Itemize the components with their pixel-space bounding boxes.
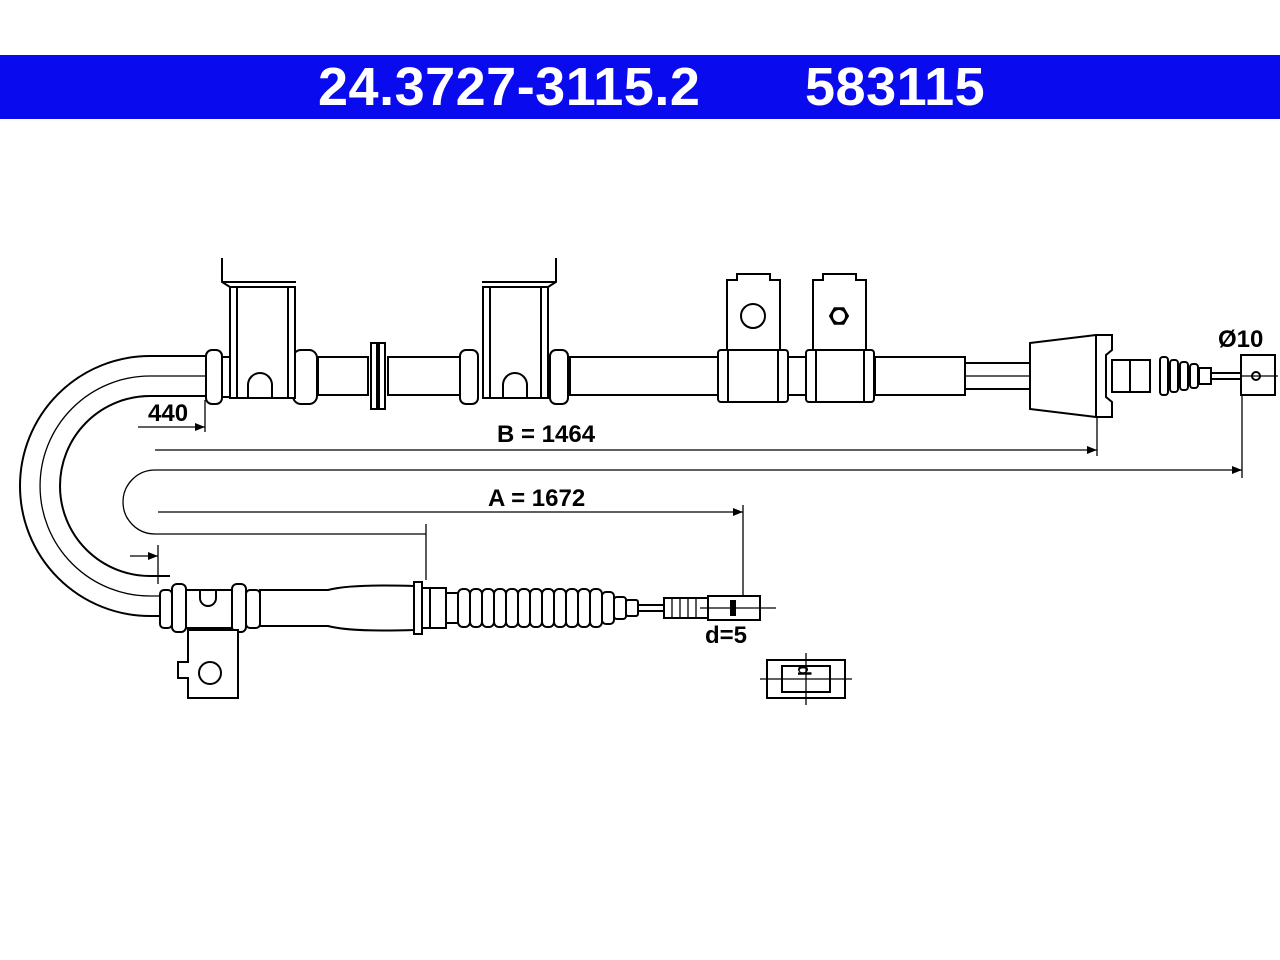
nipple-symbol-label: d — [794, 665, 814, 676]
lower-bellows — [445, 588, 639, 628]
end-diameter-label: Ø10 — [1218, 326, 1263, 353]
end-fitting-cone — [1029, 333, 1151, 419]
lower-mounting-bracket — [177, 629, 239, 699]
clip-bracket-1 — [221, 258, 296, 399]
a-dimension-label: A = 1672 — [488, 485, 585, 512]
dimension-overall — [122, 466, 1242, 580]
dimension-440: 440 — [138, 400, 206, 432]
nipple-diameter-label: d=5 — [705, 622, 747, 649]
bend-start-tick — [130, 545, 159, 584]
grommet-middle — [459, 349, 569, 405]
article-number: 583115 — [805, 57, 986, 117]
lower-grommet — [159, 583, 261, 633]
eye-end — [1240, 354, 1278, 478]
dimension-a: A = 1672 — [158, 485, 744, 600]
dimension-b: B = 1464 — [155, 417, 1098, 456]
end-fitting-thread — [1159, 356, 1240, 396]
clip-bracket-2 — [482, 258, 557, 399]
sheath-segment — [387, 356, 461, 396]
sheath-segment — [874, 356, 966, 396]
mounting-tab-1 — [717, 273, 789, 403]
b-dimension-label: B = 1464 — [497, 421, 596, 448]
part-number: 24.3727-3115.2 — [318, 57, 701, 117]
sheath-ring — [370, 342, 386, 410]
mounting-tab-2 — [805, 273, 875, 403]
title-bar: 24.3727-3115.2 583115 — [0, 55, 1280, 119]
lower-inner-cable-and-nipple — [638, 595, 776, 621]
nipple-section-symbol: d — [760, 653, 852, 705]
bend-label: 440 — [148, 400, 188, 427]
lower-sheath — [259, 581, 447, 635]
sheath-segment — [569, 356, 721, 396]
grommet-left — [205, 349, 318, 405]
sheath-segment — [317, 356, 369, 396]
